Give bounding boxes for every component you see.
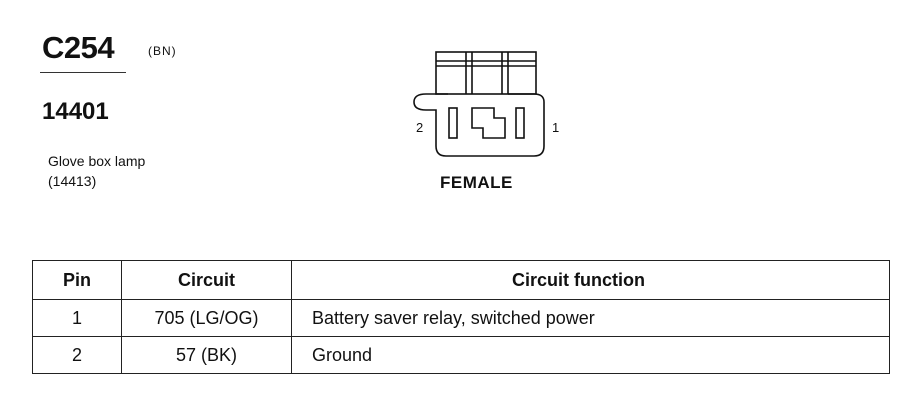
connector-description: Glove box lamp (14413)	[48, 151, 145, 191]
connector-color-code: (BN)	[148, 44, 177, 58]
description-line-1: Glove box lamp	[48, 153, 146, 169]
connector-code-underline	[40, 72, 126, 73]
circuit-cell: 705 (LG/OG)	[121, 299, 292, 337]
pin-2-cavity	[448, 107, 458, 139]
pin-1-label: 1	[552, 120, 560, 135]
circuit-function-cell: Ground	[291, 336, 890, 374]
pin-cell: 1	[32, 299, 122, 337]
connector-body	[413, 93, 545, 157]
part-number: 14401	[42, 98, 109, 125]
table-row: 1 705 (LG/OG) Battery saver relay, switc…	[32, 299, 890, 337]
pin-cell: 2	[32, 336, 122, 374]
connector-latch	[435, 51, 537, 95]
connector-face-diagram	[413, 51, 545, 157]
header-circuit-function: Circuit function	[291, 260, 890, 300]
connector-code: C254	[42, 30, 115, 65]
pin-2-label: 2	[416, 120, 424, 135]
description-line-2: (14413)	[48, 173, 97, 189]
keying-cavity	[471, 107, 506, 139]
connector-gender: FEMALE	[440, 173, 513, 192]
pin-1-cavity	[515, 107, 525, 139]
table-row: 2 57 (BK) Ground	[32, 336, 890, 374]
pin-circuit-table: Pin Circuit Circuit function 1 705 (LG/O…	[32, 260, 890, 374]
circuit-function-cell: Battery saver relay, switched power	[291, 299, 890, 337]
header-circuit: Circuit	[121, 260, 292, 300]
table-header-row: Pin Circuit Circuit function	[32, 260, 890, 300]
header-pin: Pin	[32, 260, 122, 300]
circuit-cell: 57 (BK)	[121, 336, 292, 374]
